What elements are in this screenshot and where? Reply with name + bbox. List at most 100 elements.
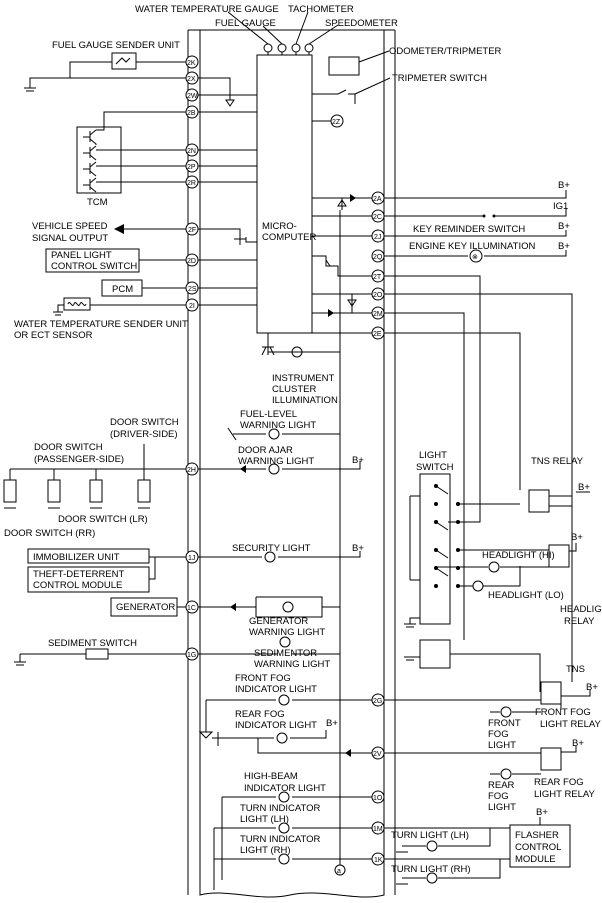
tns-label: TNS <box>566 664 585 675</box>
svg-text:2C: 2C <box>373 214 382 221</box>
microcomputer-box <box>256 54 313 334</box>
fuel-gauge-icon <box>277 43 287 53</box>
light-switch-box-2 <box>419 639 451 669</box>
svg-text:2O: 2O <box>373 292 383 299</box>
engine-key-bulb-icon <box>469 249 483 263</box>
turn-rh-bulb-icon <box>426 872 438 884</box>
tl-lh-label-1: TURN INDICATOR <box>240 803 321 814</box>
theft-label-2: CONTROL MODULE <box>33 580 122 591</box>
hb-label-2: INDICATOR LIGHT <box>244 783 326 794</box>
immobilizer-label: IMMOBILIZER UNIT <box>33 552 120 563</box>
svg-text:2G: 2G <box>373 698 382 705</box>
tl-rh-bulb-icon <box>278 853 290 865</box>
ffog-relay-box <box>540 681 562 705</box>
tcm-label: TCM <box>87 197 108 208</box>
door-rr-label: DOOR SWITCH (RR) <box>4 528 95 539</box>
micro-label-1: MICRO- <box>262 221 297 232</box>
hb-label-1: HIGH-BEAM <box>244 771 298 782</box>
rfog-light-label-3: LIGHT <box>488 802 516 813</box>
ffog-relay-label-2: LIGHT RELAY <box>540 719 602 730</box>
ffog-relay-label-1: FRONT FOG <box>535 707 591 718</box>
ffog-label-1: FRONT FOG <box>235 673 291 684</box>
rfog-relay-label-1: REAR FOG <box>534 777 584 788</box>
gen-warn-label-2: WARNING LIGHT <box>249 627 325 638</box>
svg-text:2H: 2H <box>187 467 196 474</box>
panel-light-label-2: CONTROL SWITCH <box>51 261 137 272</box>
bplus-hl-label: B+ <box>571 532 583 543</box>
fuel-gauge-label: FUEL GAUGE <box>215 18 276 29</box>
tns-relay-box <box>528 489 550 513</box>
svg-text:2V: 2V <box>373 751 382 758</box>
svg-text:2N: 2N <box>187 148 196 155</box>
flasher-box <box>509 824 571 868</box>
rfog-label-2: INDICATOR LIGHT <box>235 720 317 731</box>
security-label: SECURITY LIGHT <box>232 543 311 554</box>
bplus-rfog-relay-label: B+ <box>572 738 584 749</box>
fuel-warn-bulb-icon <box>268 428 280 440</box>
headlight-relay-box <box>548 544 570 568</box>
door-warn-label-2: WARNING LIGHT <box>238 456 314 467</box>
svg-text:2Q: 2Q <box>373 254 383 261</box>
ffog-bulb-icon <box>500 706 512 718</box>
rfog-ind-bulb-icon <box>276 732 288 744</box>
door-pass-label-1: DOOR SWITCH <box>34 442 103 453</box>
tachometer-label: TACHOMETER <box>288 4 354 15</box>
svg-text:1K: 1K <box>374 857 383 864</box>
light-switch-box <box>419 473 451 625</box>
fuel-sender-label: FUEL GAUGE SENDER UNIT <box>52 40 180 51</box>
bplus-2q-label: B+ <box>558 241 570 252</box>
illum-label-3: ILLUMINATION <box>272 395 338 406</box>
svg-text:2A: 2A <box>373 196 382 203</box>
key-reminder-label: KEY REMINDER SWITCH <box>413 224 525 235</box>
bplus-door-label: B+ <box>352 455 364 466</box>
ffog-ind-bulb-icon <box>278 694 290 706</box>
security-bulb-icon <box>264 551 276 563</box>
flasher-label-1: FLASHER <box>515 830 559 841</box>
ig1-label: IG1 <box>553 201 568 212</box>
svg-text:2B: 2B <box>187 110 196 117</box>
door-switches <box>3 444 151 509</box>
bplus-2a-label: B+ <box>558 180 570 191</box>
tripmeter-switch-label: TRIPMETER SWITCH <box>392 73 487 84</box>
door-warn-bulb-icon <box>268 463 280 475</box>
door-lr-label: DOOR SWITCH (LR) <box>58 514 148 525</box>
bplus-rfog-label: B+ <box>326 718 338 729</box>
water-temp-gauge-icon <box>263 43 273 53</box>
svg-text:2Z: 2Z <box>332 119 341 126</box>
headlight-hi-label: HEADLIGHT (HI) <box>482 550 555 561</box>
illum-label-2: CLUSTER <box>272 384 316 395</box>
odometer-label: ODOMETER/TRIPMETER <box>389 46 502 57</box>
speedometer-icon <box>304 43 314 53</box>
wt-sender-label-2: OR ECT SENSOR <box>14 330 93 341</box>
bplus-ffog-label: B+ <box>586 682 598 693</box>
fuel-warn-label-1: FUEL-LEVEL <box>240 409 297 420</box>
panel-light-label-1: PANEL LIGHT <box>51 250 112 261</box>
tns-relay-label: TNS RELAY <box>531 456 584 467</box>
door-driver-label-2: (DRIVER-SIDE) <box>110 429 178 440</box>
rfog-relay-label-2: LIGHT RELAY <box>534 789 596 800</box>
svg-text:2I: 2I <box>189 303 195 310</box>
svg-text:2F: 2F <box>188 227 196 234</box>
right-connector-pins: 2A 2C 2J 2Q 2T 2O 2M 2E 2G 2V 1O 1M 1K <box>371 191 385 866</box>
rfog-relay-box <box>540 747 562 771</box>
headlight-lo-label: HEADLIGHT (LO) <box>488 590 564 601</box>
tcm-transistors <box>83 111 186 193</box>
immobilizer-box <box>27 548 150 564</box>
headlight-relay-label-1: HEADLIGHT <box>560 604 602 615</box>
svg-text:2S: 2S <box>188 286 197 293</box>
fuel-sender-box <box>111 52 137 70</box>
svg-text:2W: 2W <box>187 93 198 100</box>
svg-text:⊗: ⊗ <box>472 254 478 261</box>
tachometer-icon <box>291 43 301 53</box>
ffog-light-label-2: FOG <box>488 729 509 740</box>
svg-text:1J: 1J <box>188 555 195 562</box>
headlight-lo-bulb-icon <box>472 580 484 592</box>
svg-text:2X: 2X <box>187 76 196 83</box>
turn-rh-label: TURN LIGHT (RH) <box>391 864 471 875</box>
generator-label: GENERATOR <box>116 602 175 613</box>
vss-label-1: VEHICLE SPEED <box>32 221 108 232</box>
svg-text:1M: 1M <box>373 826 383 833</box>
illum-label-1: INSTRUMENT <box>272 373 334 384</box>
wt-sender-icon <box>67 302 87 306</box>
svg-text:2J: 2J <box>374 234 381 241</box>
